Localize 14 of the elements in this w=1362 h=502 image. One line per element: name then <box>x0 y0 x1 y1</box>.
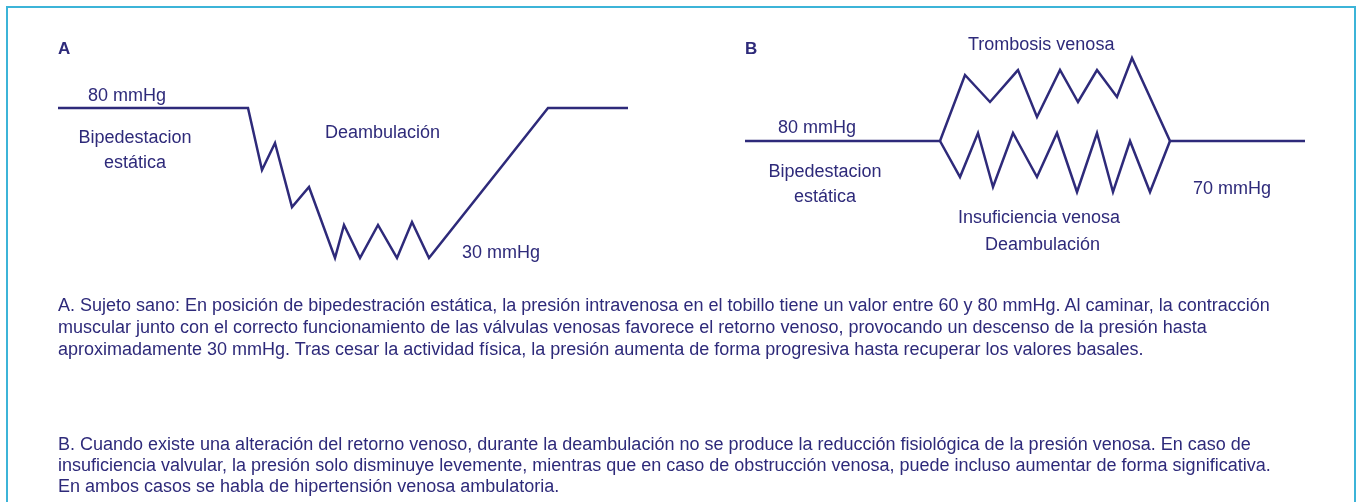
state-label: Bipedestacion estática <box>77 126 193 174</box>
state-label: Deambulación <box>985 233 1101 256</box>
pressure-label: 70 mmHg <box>1193 177 1272 200</box>
panel-letter: B <box>745 38 758 60</box>
condition-label: Insuficiencia venosa <box>958 206 1121 229</box>
condition-label: Trombosis venosa <box>968 33 1115 56</box>
state-label: Deambulación <box>325 121 441 144</box>
pressure-label: 80 mmHg <box>778 116 857 139</box>
description-paragraph: B. Cuando existe una alteración del retorno venoso, durante la deambulación no se produce la reducción fisiológica de la presión venosa. En caso de insuficiencia valvular, la presión solo disminuye levemente, mientras que en caso de obstrucción venosa, puede incluso aumentar de forma significativa. En ambos casos se habla de hipertensión venosa ambulatoria. <box>58 434 1272 497</box>
pressure-label: 80 mmHg <box>88 84 167 107</box>
state-label: Bipedestacion estática <box>767 160 883 208</box>
description-paragraph: A. Sujeto sano: En posición de bipedestración estática, la presión intravenosa en el tobillo tiene un valor entre 60 y 80 mmHg. Al caminar, la contracción muscular junto con el correcto funcionamiento de las válvulas venosas favorece el retorno venoso, provocando un descenso de la presión hasta aproximadamente 30 mmHg. Tras cesar la actividad física, la presión aumenta de forma progresiva hasta recuperar los valores basales. <box>58 294 1271 360</box>
pressure-label: 30 mmHg <box>462 241 541 264</box>
panel-letter: A <box>58 38 71 60</box>
